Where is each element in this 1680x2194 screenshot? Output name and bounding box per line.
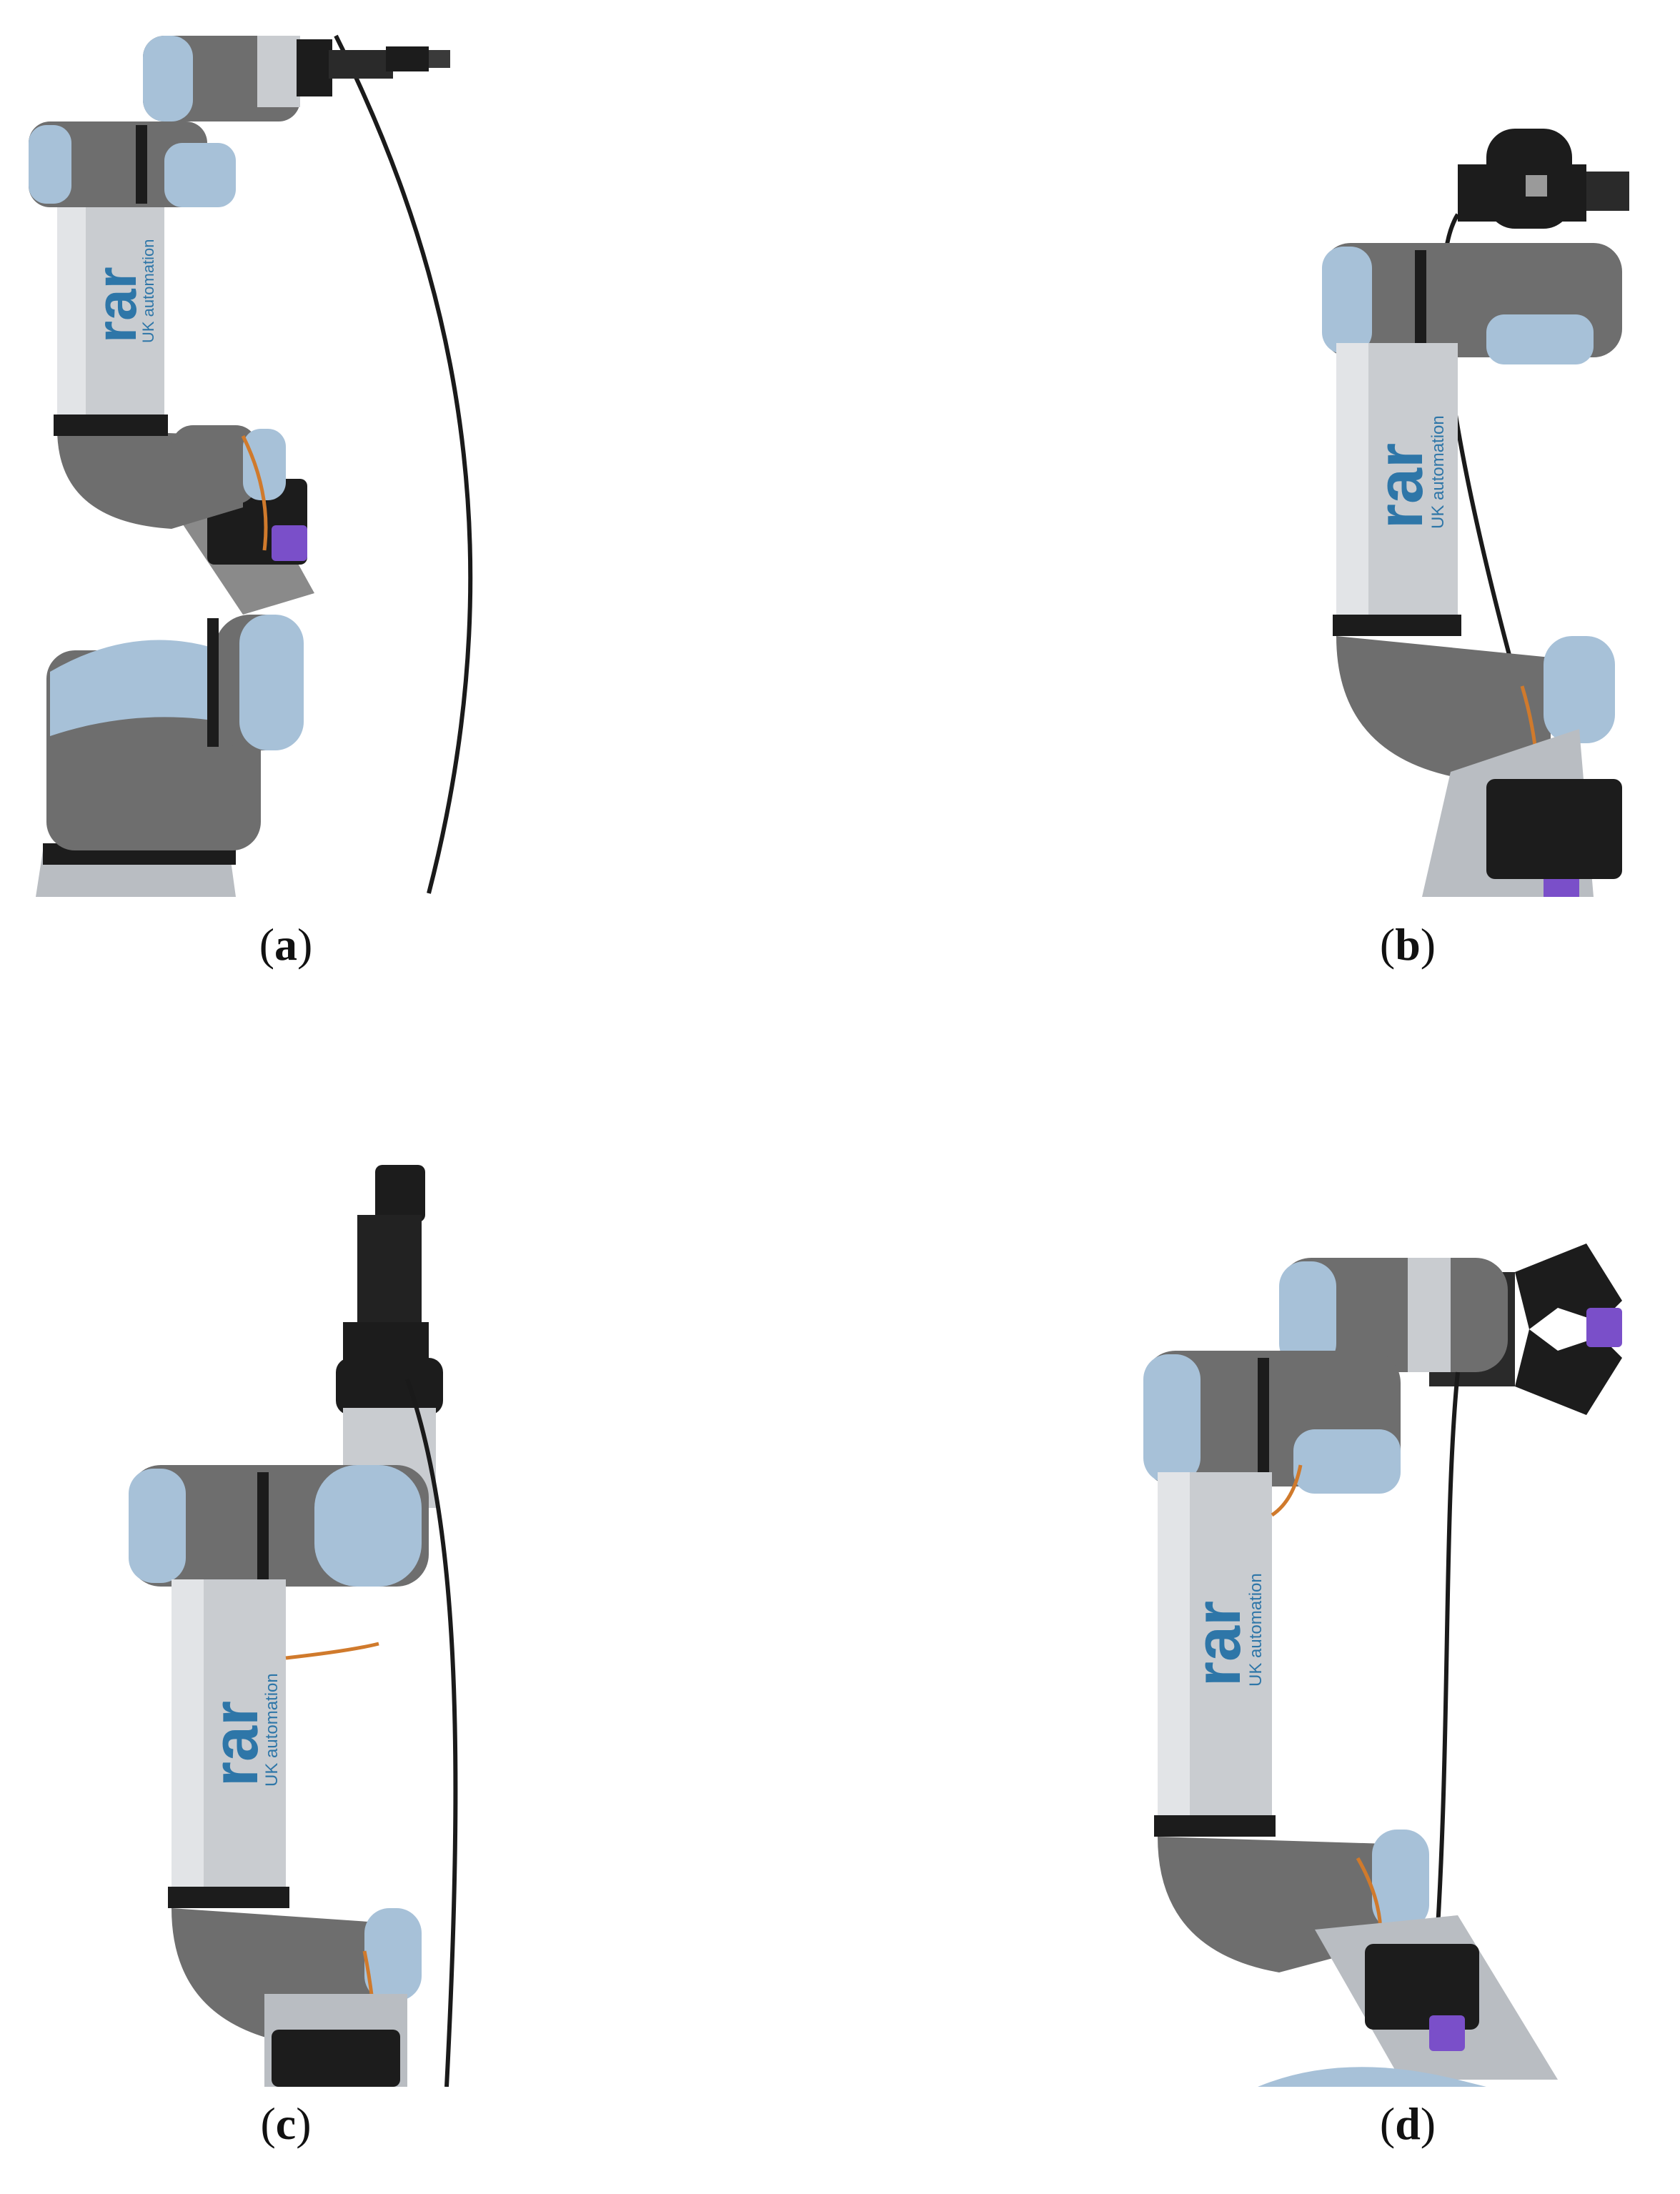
caption-c: (c) xyxy=(260,2098,312,2149)
robot-arm-photo-b: rar UK automation xyxy=(1322,129,1629,897)
robot-arm-photo-c: rar UK automation xyxy=(129,1165,458,2087)
robot-arm-photo-d: rar UK automation xyxy=(1143,1244,1622,2087)
panel-d-photo: rar UK automation xyxy=(1129,1229,1658,2087)
svg-text:rar: rar xyxy=(200,1701,272,1787)
panel-a-photo: rar UK automation xyxy=(29,7,543,897)
caption-b: (b) xyxy=(1379,919,1436,970)
caption-d: (d) xyxy=(1379,2098,1436,2149)
panel-c-photo: rar UK automation xyxy=(121,1165,500,2087)
svg-text:UK automation: UK automation xyxy=(139,239,157,343)
robot-arm-photo-a: rar UK automation xyxy=(29,34,473,897)
svg-text:UK automation: UK automation xyxy=(1428,415,1448,529)
panel-b-photo: rar UK automation xyxy=(1308,114,1651,897)
svg-text:rar: rar xyxy=(1183,1601,1254,1687)
svg-text:rar: rar xyxy=(84,267,148,343)
svg-text:UK automation: UK automation xyxy=(262,1673,282,1787)
svg-text:rar: rar xyxy=(1365,443,1436,529)
caption-a: (a) xyxy=(259,919,313,970)
svg-text:UK automation: UK automation xyxy=(1246,1573,1266,1687)
